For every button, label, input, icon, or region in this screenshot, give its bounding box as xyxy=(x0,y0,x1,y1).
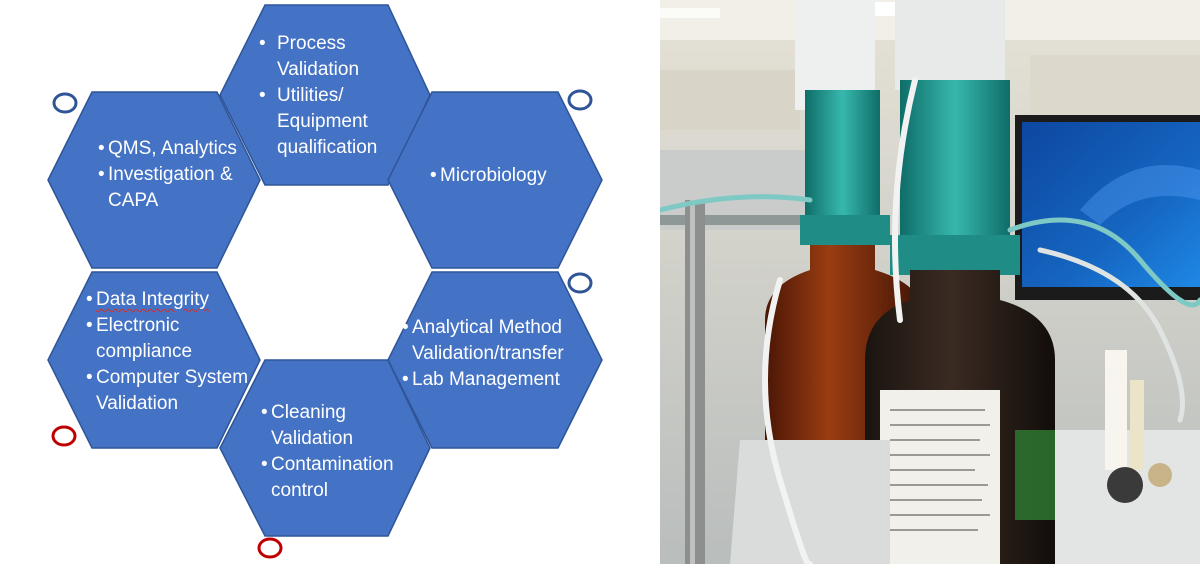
hex-item: Microbiology xyxy=(430,163,582,189)
stand-rod-highlight xyxy=(690,200,695,564)
electrode-tube xyxy=(1130,380,1144,470)
hex-item: Cleaning Validation xyxy=(261,400,423,452)
lab-photo xyxy=(660,0,1200,564)
monitor-screen xyxy=(1022,122,1200,287)
hex-item: Contamination control xyxy=(261,452,423,504)
electrode-cap xyxy=(1107,467,1143,503)
hex-item: Computer System Validation xyxy=(86,365,253,417)
hex-item: Data Integrity xyxy=(86,287,253,313)
hex-text-process: Process Validation Utilities/ Equipment … xyxy=(255,31,425,161)
instrument-base xyxy=(730,440,890,564)
hex-item-text: Data Integrity xyxy=(96,289,209,310)
hex-text-analytical: Analytical Method Validation/transfer La… xyxy=(402,315,590,393)
hex-text-data-integrity: Data Integrity Electronic compliance Com… xyxy=(86,287,253,417)
marker-blue-circle xyxy=(567,272,593,294)
lab-bench-top xyxy=(660,215,820,225)
label-green-stripe xyxy=(1015,430,1055,520)
marker-red-circle xyxy=(257,537,283,559)
dispenser-collar xyxy=(890,235,1020,275)
marker-blue-circle xyxy=(52,92,78,114)
hexagon-diagram: Process Validation Utilities/ Equipment … xyxy=(0,0,660,564)
screen-glare xyxy=(1080,165,1200,225)
hex-text-microbiology: Microbiology xyxy=(430,163,582,189)
hex-item: Lab Management xyxy=(402,367,590,393)
marker-blue-circle xyxy=(567,89,593,111)
lab-photo-illustration xyxy=(660,0,1200,564)
bottle-label-lines xyxy=(890,409,990,531)
ceiling-light xyxy=(660,8,720,18)
hex-text-qms: QMS, Analytics Investigation & CAPA xyxy=(98,136,250,214)
bottle-label xyxy=(880,390,1000,564)
hex-item: Analytical Method Validation/transfer xyxy=(402,315,590,367)
wall-cabinet xyxy=(660,70,800,130)
hex-item: Utilities/ Equipment qualification xyxy=(255,83,425,161)
electrode-tube xyxy=(1105,350,1127,470)
marker-red-circle xyxy=(51,425,77,447)
dispenser-tubes xyxy=(660,77,1200,564)
electrode-cap xyxy=(1148,463,1172,487)
hex-item: Investigation & CAPA xyxy=(98,162,250,214)
hex-item: Process Validation xyxy=(255,31,425,83)
wall-cabinet xyxy=(1030,55,1200,115)
hex-text-cleaning: Cleaning Validation Contamination contro… xyxy=(261,400,423,504)
dispenser-cylinder xyxy=(900,80,1010,245)
dispenser-cylinder xyxy=(805,90,880,230)
hex-item: Electronic compliance xyxy=(86,313,253,365)
dispenser-collar xyxy=(800,215,890,245)
hex-item: QMS, Analytics xyxy=(98,136,250,162)
dispenser-head xyxy=(895,0,1005,90)
